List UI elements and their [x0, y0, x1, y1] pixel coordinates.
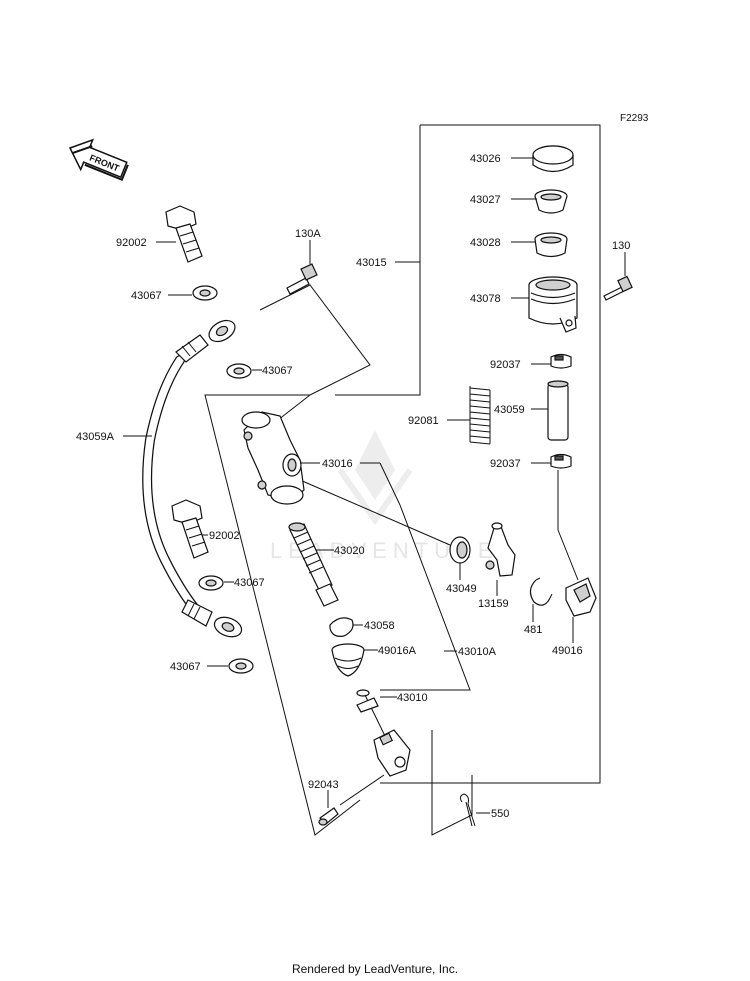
- label-43058: 43058: [364, 620, 395, 632]
- label-130: 130: [612, 240, 630, 252]
- boot-49016-part[interactable]: [565, 577, 597, 617]
- label-92043: 92043: [308, 779, 339, 791]
- snap-ring-part[interactable]: [329, 617, 354, 637]
- group-frame-right: [380, 124, 601, 784]
- hose-path-lead-2: [557, 529, 579, 581]
- label-481: 481: [524, 624, 542, 636]
- label-43059: 43059: [494, 404, 525, 416]
- diagram-id-label: F2293: [620, 113, 649, 124]
- banjo-bolt-upper-part[interactable]: [165, 205, 203, 263]
- spring-part[interactable]: [469, 386, 491, 445]
- washer-d-part[interactable]: [228, 658, 254, 674]
- footer-credit: Rendered by LeadVenture, Inc.: [291, 962, 459, 976]
- label-49016: 49016: [552, 645, 583, 657]
- push-rod-part[interactable]: [356, 689, 387, 739]
- piston-assembly-part[interactable]: [288, 522, 339, 607]
- bolt-130A-part[interactable]: [286, 263, 318, 295]
- frame-43016-lead: [277, 394, 311, 421]
- label-43078: 43078: [470, 293, 501, 305]
- label-92002a: 92002: [116, 237, 147, 249]
- label-550: 550: [491, 808, 509, 820]
- label-92081: 92081: [408, 415, 439, 427]
- frame-zigzag-bottom: [431, 730, 473, 836]
- label-49016A: 49016A: [378, 645, 417, 657]
- clevis-part[interactable]: [373, 729, 411, 777]
- washer-b-part[interactable]: [226, 363, 252, 379]
- cotter-pin-part[interactable]: [459, 793, 476, 827]
- label-43016: 43016: [322, 458, 353, 470]
- group-frame-left: [335, 125, 421, 396]
- bolt-130-part[interactable]: [603, 275, 633, 301]
- leader-43016-c: [379, 462, 401, 506]
- reservoir-tank-part[interactable]: [528, 276, 578, 333]
- label-43027: 43027: [470, 194, 501, 206]
- watermark-logo: [337, 430, 413, 526]
- leader-43049-to-body: [299, 479, 451, 546]
- washer-a-part[interactable]: [192, 285, 218, 301]
- dust-boot-part[interactable]: [331, 643, 365, 677]
- frame-zigzag-right: [380, 504, 471, 691]
- label-43020: 43020: [334, 545, 365, 557]
- label-43059A: 43059A: [76, 431, 115, 443]
- label-92002b: 92002: [209, 530, 240, 542]
- label-43010A: 43010A: [458, 646, 497, 658]
- reservoir-cap-part[interactable]: [532, 145, 574, 173]
- banjo-bolt-lower-part[interactable]: [171, 499, 209, 559]
- label-13159: 13159: [478, 598, 509, 610]
- label-130A: 130A: [295, 228, 321, 240]
- label-43026: 43026: [470, 153, 501, 165]
- master-cylinder-body-part[interactable]: [241, 411, 305, 505]
- front-arrow-icon: FRONT: [68, 138, 129, 182]
- label-43067d: 43067: [170, 661, 201, 673]
- circlip-part[interactable]: [529, 577, 553, 606]
- label-92037b: 92037: [490, 458, 521, 470]
- label-43028: 43028: [470, 237, 501, 249]
- o-ring-part[interactable]: [449, 536, 471, 564]
- label-92037a: 92037: [490, 359, 521, 371]
- label-43010: 43010: [397, 692, 428, 704]
- label-43049: 43049: [446, 583, 477, 595]
- hose-clamp-upper-part[interactable]: [550, 353, 572, 369]
- diaphragm-part[interactable]: [534, 232, 568, 258]
- label-43067c: 43067: [234, 577, 265, 589]
- clevis-pin-part[interactable]: [318, 807, 339, 826]
- hose-fitting-part[interactable]: [485, 522, 516, 577]
- label-43067a: 43067: [131, 290, 162, 302]
- label-43067b: 43067: [262, 365, 293, 377]
- label-43015: 43015: [356, 257, 387, 269]
- hose-clamp-lower-part[interactable]: [550, 453, 572, 469]
- reservoir-hose-part[interactable]: [547, 380, 569, 441]
- reservoir-plate-part[interactable]: [534, 189, 568, 214]
- washer-c-part[interactable]: [198, 575, 224, 591]
- clevis-pin-lead: [339, 774, 385, 806]
- brake-hose-part[interactable]: [142, 316, 244, 640]
